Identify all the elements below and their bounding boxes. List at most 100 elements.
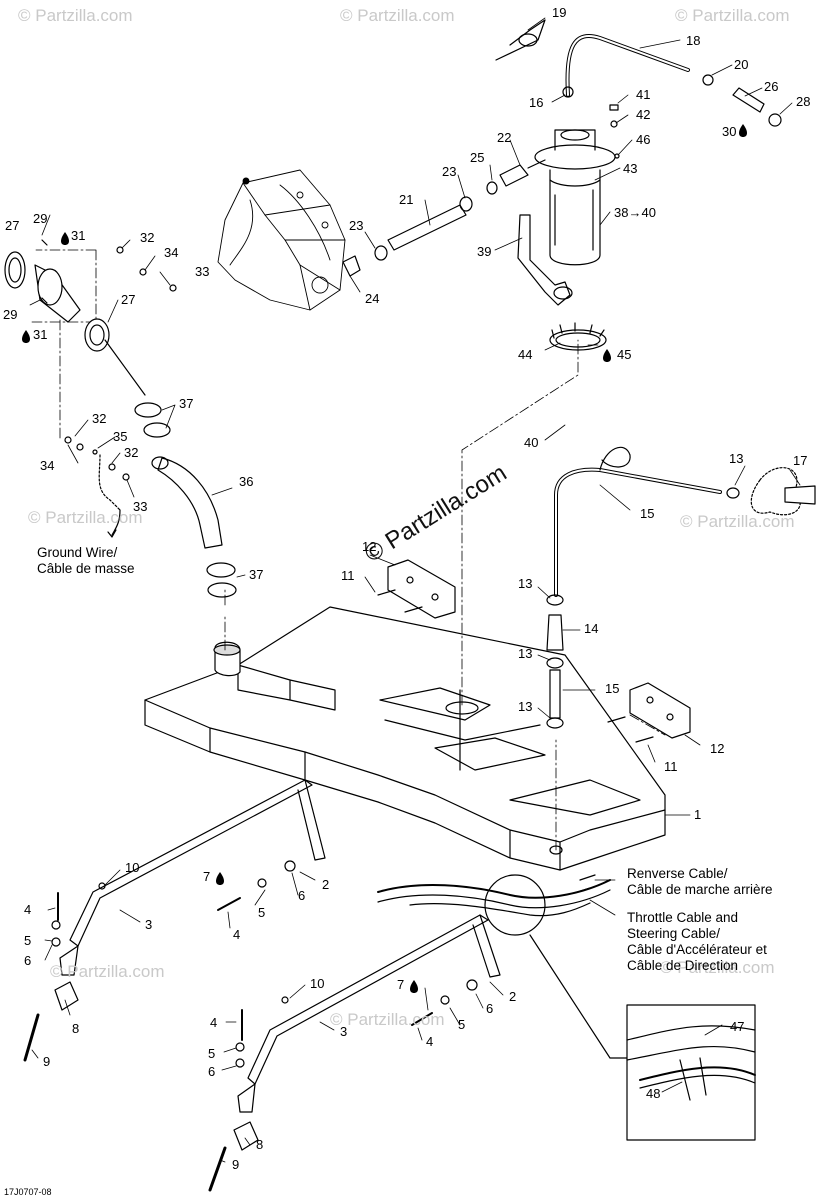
callout-29: 29 (3, 307, 18, 322)
watermark-text: © Partzilla.com (680, 512, 795, 531)
callout-27: 27 (5, 218, 20, 233)
callout-35: 35 (113, 429, 128, 444)
note-line: Ground Wire/ (37, 545, 118, 560)
note-throttle-steering-cable: Throttle Cable and Steering Cable/ Câble… (627, 910, 767, 974)
callout-18: 18 (686, 33, 701, 48)
watermark-text: © Partzilla.com (340, 6, 455, 25)
callout-43: 43 (623, 161, 638, 176)
callout-36: 36 (239, 474, 254, 489)
callout-2: 2 (509, 989, 517, 1004)
callout-10: 10 (310, 976, 325, 991)
callout-33: 33 (195, 264, 210, 279)
callout-13: 13 (518, 646, 533, 661)
callout-17: 17 (793, 453, 808, 468)
callout-19: 19 (552, 5, 567, 20)
fuel-tank (144, 606, 666, 871)
callout-44: 44 (518, 347, 533, 362)
callout-6: 6 (24, 953, 32, 968)
callout-23: 23 (442, 164, 457, 179)
callout-23: 23 (349, 218, 364, 233)
callout-27: 27 (121, 292, 136, 307)
callout-40: 40 (524, 435, 539, 450)
filler-neck (4, 239, 177, 396)
watermark-text: © Partzilla.com (660, 958, 775, 977)
fuel-hose-21 (342, 159, 546, 277)
callout-3: 3 (340, 1024, 348, 1039)
callout-12: 12 (362, 539, 377, 554)
callout-10: 10 (125, 860, 140, 875)
callout-6: 6 (298, 888, 306, 903)
note-line: Renverse Cable/ (627, 866, 728, 881)
plates-12 (377, 559, 691, 743)
fuel-pump-module (517, 104, 620, 351)
filler-hose-36 (64, 402, 237, 598)
callout-11: 11 (341, 568, 355, 583)
callout-48: 48 (646, 1086, 661, 1101)
callout-1: 1 (694, 807, 702, 822)
strap-3-lower (208, 914, 501, 1192)
callout-11: 11 (664, 759, 678, 774)
watermark-text: © Partzilla.com (18, 6, 133, 25)
callout-6: 6 (208, 1064, 216, 1079)
drop-icons (22, 124, 747, 993)
callout-15: 15 (605, 681, 620, 696)
callout-33: 33 (133, 499, 148, 514)
callout-8: 8 (72, 1021, 80, 1036)
fuel-line-15 (546, 446, 816, 729)
callout-3: 3 (145, 917, 153, 932)
note-line: Câble d'Accélérateur et (627, 942, 767, 957)
callout-26: 26 (764, 79, 779, 94)
callout-6: 6 (486, 1001, 494, 1016)
callout-12: 12 (710, 741, 725, 756)
callout-29: 29 (33, 211, 48, 226)
note-reverse-cable: Renverse Cable/ Câble de marche arrière (627, 866, 773, 898)
engine-illustration (217, 169, 346, 311)
callout-16: 16 (529, 95, 544, 110)
callout-4: 4 (233, 927, 241, 942)
callout-32: 32 (140, 230, 155, 245)
watermark-text: © Partzilla.com (675, 6, 790, 25)
note-line: Câble de marche arrière (627, 882, 773, 897)
callout-41: 41 (636, 87, 651, 102)
callout-31: 31 (71, 228, 86, 243)
callout-28: 28 (796, 94, 811, 109)
callout-45: 45 (617, 347, 632, 362)
callout-9: 9 (43, 1054, 51, 1069)
callout-46: 46 (636, 132, 651, 147)
callout-2: 2 (322, 877, 330, 892)
callout-32: 32 (124, 445, 139, 460)
callout-5: 5 (258, 905, 266, 920)
callout-14: 14 (584, 621, 599, 636)
callout-32: 32 (92, 411, 107, 426)
callout-5: 5 (208, 1046, 216, 1061)
cables (377, 874, 756, 1141)
callout-47: 47 (730, 1019, 745, 1034)
callout-7: 7 (203, 869, 211, 884)
callout-21: 21 (399, 192, 414, 207)
strap-3-upper (23, 779, 326, 1062)
callout-4: 4 (426, 1034, 434, 1049)
watermark-text: © Partzilla.com (50, 962, 165, 981)
callout-9: 9 (232, 1157, 240, 1172)
vent-line-18 (495, 19, 782, 127)
callout-8: 8 (256, 1137, 264, 1152)
callout-24: 24 (365, 291, 380, 306)
watermark-text: © Partzilla.com (28, 508, 143, 527)
note-line: Câble de masse (37, 561, 135, 576)
diagram-code: 17J0707-08 (4, 1187, 52, 1197)
callout-37: 37 (179, 396, 194, 411)
callout-34: 34 (40, 458, 55, 473)
note-ground-wire: Ground Wire/ Câble de masse (37, 545, 135, 577)
callout-7: 7 (397, 977, 405, 992)
note-line: Steering Cable/ (627, 926, 721, 941)
callout-37: 37 (249, 567, 264, 582)
callout-30: 30 (722, 124, 737, 139)
callout-5: 5 (24, 933, 32, 948)
callout-34: 34 (164, 245, 179, 260)
note-line: Câble de Direction (627, 958, 739, 973)
callout-20: 20 (734, 57, 749, 72)
note-line: Throttle Cable and (627, 910, 739, 925)
callout-15: 15 (640, 506, 655, 521)
callout-38-40: 38→40 (614, 205, 656, 220)
callout-13: 13 (518, 699, 533, 714)
